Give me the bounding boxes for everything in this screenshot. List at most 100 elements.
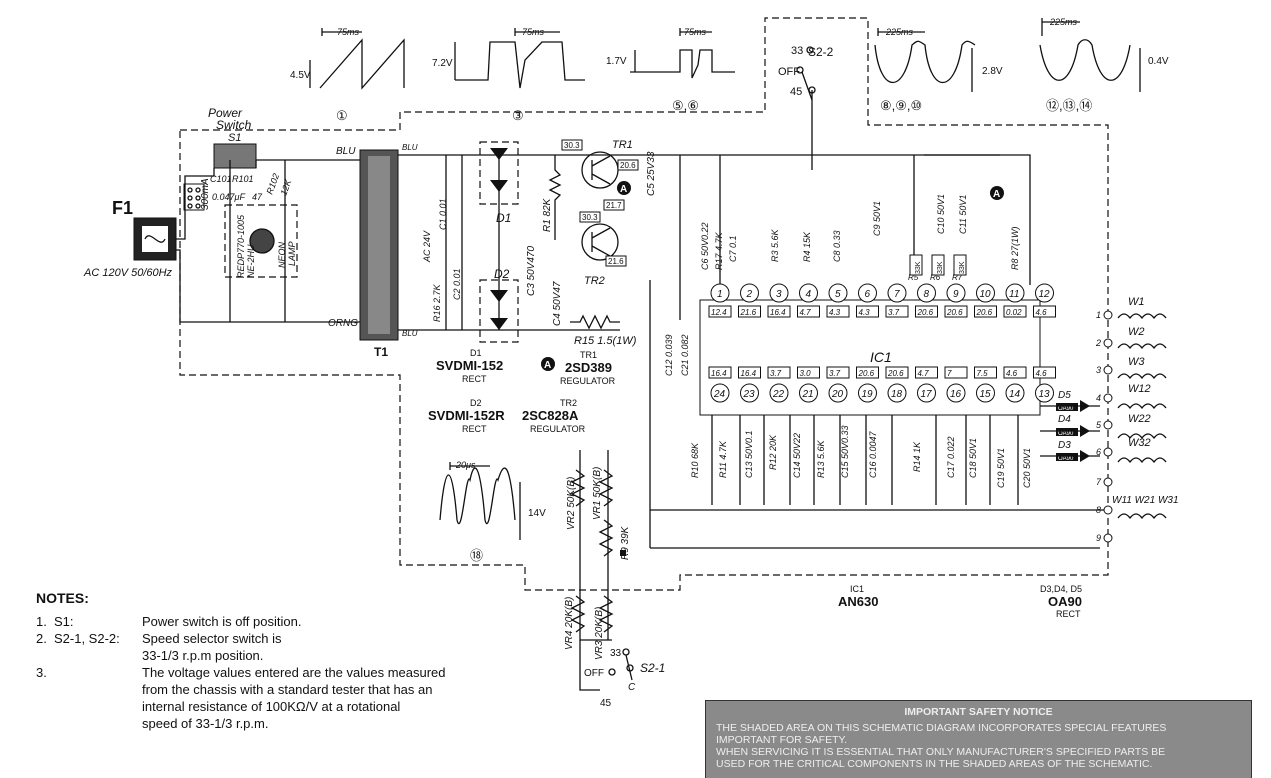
s21-pos-off: OFF [584,668,604,679]
c4-label: C4 50V47 [552,281,563,326]
r3-label: R3 5.6K [770,228,780,262]
safety-notice: IMPORTANT SAFETY NOTICE THE SHADED AREA … [705,700,1252,778]
legend-ic1-name: IC1 [850,584,864,594]
winding-w32: W32 [1128,437,1151,449]
c21-label: C21 0.082 [680,334,690,376]
legend-tr1-func: REGULATOR [560,376,616,386]
winding-w1: W1 [1128,296,1145,308]
waveform-5-6: 75ms 1.7V ⑤,⑥ [606,27,735,113]
legend-tr2-part: 2SC828A [522,408,579,423]
ic1-pin-2-voltage-box [738,305,761,318]
speed-pots: VR2 50K(B) VR1 50K(B) R9 39K VR3 20K(B) … [564,450,665,709]
c6-label: C6 50V0.22 [700,222,710,270]
c14-label: C14 50V22 [792,433,802,478]
component-legends: D1 SVDMI-152 RECT D2 SVDMI-152R RECT TR1… [428,348,1082,619]
ic1-pin-15 [976,383,995,403]
r16-label: R16 2.7K [432,283,442,322]
s22-pos-off: OFF [778,66,800,78]
ic1-pin-22-label: 22 [772,389,785,400]
note-text: The voltage values entered are the value… [142,665,446,680]
legend-d1-name: D1 [470,348,482,358]
s21-title: S2-1 [640,661,665,675]
fuse-f1: F1 AC 120V 50/60Hz [83,198,177,279]
note-label [54,715,142,732]
r11-label: R11 4.7K [718,440,728,478]
ic1-pin-17-voltage-box [915,366,938,379]
safety-line: THE SHADED AREA ON THIS SCHEMATIC DIAGRA… [716,722,1167,734]
motor-terminal-5-label: 5 [1096,420,1102,430]
notes-list: 1.S1:Power switch is off position.2.S2-1… [36,613,516,732]
note-num: 2. [36,631,47,646]
ic1-pin-15-label: 15 [980,389,992,400]
ic1-pin-5-label: 5 [835,289,841,300]
waveform-1-amp: 4.5V [290,70,311,81]
c9-label: C9 50V1 [872,201,882,236]
winding-w11-w21-w31: W11 W21 W31 [1112,495,1179,506]
c11-label: C11 50V1 [958,195,968,234]
c13-label: C13 50V0.1 [744,430,754,478]
ic1-pin-18 [887,383,907,403]
diode-d5: D5 [1058,390,1071,401]
ic1-pin-7-voltage: 3.7 [888,308,900,317]
supply-components: C1 0.01 C2 0.01 R16 2.7K D1 D2 C3 50V470… [432,141,637,347]
notes-title: NOTES: [36,590,89,606]
ic1-pin-22 [769,383,789,403]
s1-label: S1 [228,132,241,144]
note-num: 3. [36,665,47,680]
motor-terminal-7-label: 7 [1096,477,1102,487]
orng-label: ORNG [328,318,358,329]
s21-pos-45: 45 [600,698,612,709]
ic1-pin-10-voltage-box [974,305,997,318]
ic1-pin-3-voltage: 16.4 [770,308,786,317]
safety-title: IMPORTANT SAFETY NOTICE [904,706,1053,718]
waveform-3-amp: 7.2V [432,58,453,69]
lower-component-row: R10 68K R11 4.7K C13 50V0.1 R12 20K C14 … [649,280,1108,549]
ic1-pin-24-label: 24 [713,389,726,400]
lamp-ref: REDP770-1005 [236,214,246,278]
ic1-pin-8-voltage-box [915,305,938,318]
r5-label: R5 [908,273,919,282]
ic1-chip: IC1 112.4221.6316.444.754.364.373.7820.6… [664,283,1056,416]
r5-value: 33K [915,261,922,274]
c8-label: C8 0.33 [832,230,842,262]
ic1-pin-12-voltage: 4.6 [1036,308,1048,317]
ic1-pin-21-label: 21 [802,389,814,400]
ic1-pin-6 [858,283,877,303]
ic1-pin-20-label: 20 [831,389,844,400]
safety-line: WHEN SERVICING IT IS ESSENTIAL THAT ONLY… [716,746,1166,758]
waveform-12-13-14: 225ms 0.4V ⑫,⑬,⑭ [1039,17,1169,113]
ic1-pin-1 [710,283,730,303]
note-text: speed of 33-1/3 r.p.m. [142,716,269,731]
c3-label: C3 50V470 [526,246,537,296]
r101-label: R101 [232,174,254,184]
motor-terminal-7 [1103,477,1113,487]
ic1-pin-19-voltage: 20.6 [858,369,875,378]
motor-terminal-8-label: 8 [1096,505,1101,515]
ic1-pin-19-voltage-box [856,366,879,379]
note-line: from the chassis with a standard tester … [36,681,516,698]
marker-a-3: A [990,186,1004,200]
ic1-pin-22-voltage: 3.7 [770,369,782,378]
ic1-pin-12-voltage-box [1033,305,1056,318]
ic1-pin-23-voltage-box [738,366,761,379]
ic1-pin-10 [976,283,995,303]
motor-terminal-1 [1103,310,1113,320]
waveform-3-label: ③ [512,108,524,123]
fuse-rating: 300mA [200,178,211,210]
legend-d345-part: OA90 [1048,594,1082,609]
r7-label: R7 [952,273,963,282]
note-num [36,681,54,698]
legend-tr1-name: TR1 [580,350,597,360]
tr1-collector-voltage: 30.3 [564,141,580,150]
note-line: 2.S2-1, S2-2:Speed selector switch is [36,630,516,647]
r4-label: R4 15K [802,231,812,262]
s21-pos-33: 33 [610,648,622,659]
wire-primary-orng [176,249,360,323]
c1-label: C1 0.01 [438,198,448,230]
marker-a-1: A [617,181,631,195]
ic1-pin-5-voltage: 4.3 [829,308,841,317]
ic1-pin-12-label: 12 [1039,289,1051,300]
waveform-12-13-14-amp: 0.4V [1148,56,1169,67]
